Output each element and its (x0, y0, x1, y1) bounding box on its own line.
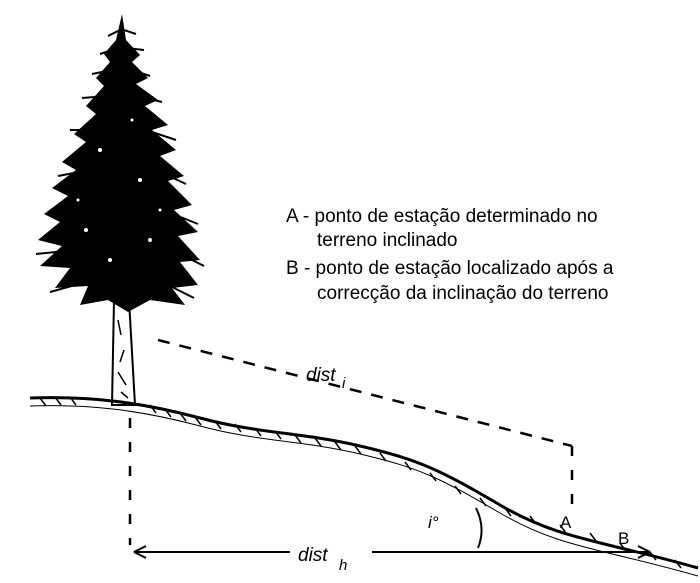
legend-b-line1: B - ponto de estação localizado após a (286, 258, 614, 279)
horizontal-distance-subscript: h (339, 557, 347, 574)
slope-distance-subscript: i (342, 375, 346, 392)
point-b-label: B (618, 529, 629, 548)
tree-icon (35, 14, 205, 406)
legend: A - ponto de estação determinado no terr… (286, 206, 614, 304)
horizontal-distance-label: dist (298, 545, 328, 566)
legend-b-line2: correcção da inclinação do terreno (317, 283, 609, 304)
legend-a-line1: A - ponto de estação determinado no (286, 206, 598, 227)
angle-label: i° (428, 513, 439, 532)
horizontal-distance-arrow (133, 545, 651, 559)
arrow-right-icon (637, 545, 651, 559)
arrow-left-icon (133, 545, 147, 559)
slope-distance-line (157, 338, 573, 448)
slope-ground (29, 396, 699, 577)
legend-a-line2: terreno inclinado (317, 230, 457, 251)
angle-arc (475, 507, 483, 549)
slope-distance-label: dist (306, 365, 336, 386)
point-a-label: A (560, 513, 572, 532)
